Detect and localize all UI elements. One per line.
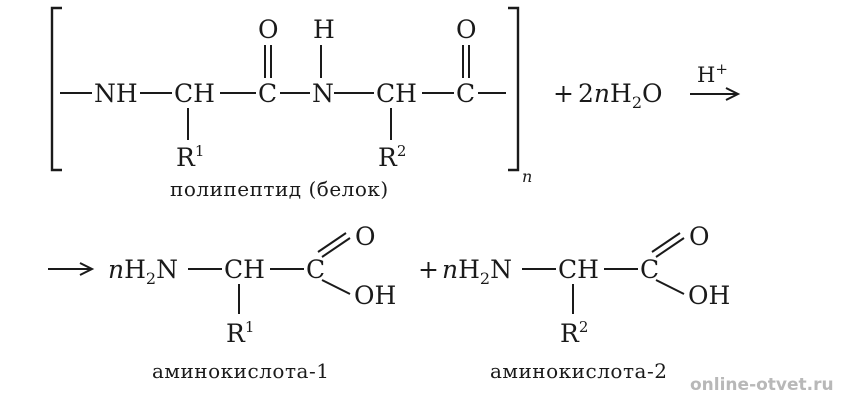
repeat-index: n (522, 167, 532, 186)
group-r-p1: R1 (226, 318, 254, 348)
water-reagent: + 2nH2O (553, 79, 663, 112)
catalyst-label: H+ (697, 60, 728, 87)
group-oh-p2: OH (688, 281, 730, 310)
double-bond-co-p2b (651, 232, 681, 253)
group-r2: R2 (378, 142, 406, 172)
atom-ch-2: CH (376, 79, 417, 108)
double-bond-co-p1b (317, 232, 347, 253)
atom-ch-p1: CH (224, 255, 265, 284)
amino-group-2: nH2N (442, 255, 512, 288)
plus-sign-2: + (418, 255, 439, 284)
amino-group-1: nH2N (108, 255, 178, 288)
atom-o-p2: O (689, 222, 710, 251)
polypeptide-structure: n NH CH C O N H CH C O R1 R2 полипептид … (50, 6, 532, 201)
arrow-head-top (725, 87, 741, 101)
group-r-p2: R2 (560, 318, 588, 348)
left-bracket (50, 6, 62, 172)
atom-n: N (312, 79, 334, 108)
polypeptide-caption: полипептид (белок) (170, 177, 389, 201)
arrow-head-bottom (79, 262, 95, 276)
atom-o-1: O (258, 15, 279, 44)
atom-ch-p2: CH (558, 255, 599, 284)
reaction-arrow-top: H+ (690, 60, 741, 101)
amino-acid-2: + nH2N CH C O OH R2 аминокислота-2 (418, 222, 730, 383)
amino-acid-1-caption: аминокислота-1 (152, 359, 329, 383)
atom-c-p1: C (306, 255, 325, 284)
amino-acid-2-caption: аминокислота-2 (490, 359, 667, 383)
atom-c-1: C (258, 79, 277, 108)
atom-ch-1: CH (174, 79, 215, 108)
atom-o-2: O (456, 15, 477, 44)
bond-c-oh-p1 (321, 279, 351, 295)
atom-h: H (313, 15, 335, 44)
atom-c-2: C (456, 79, 475, 108)
group-oh-p1: OH (354, 281, 396, 310)
right-bracket (508, 6, 520, 172)
water-formula: 2nH2O (578, 79, 663, 112)
plus-sign-1: + (553, 79, 574, 108)
amino-acid-1: nH2N CH C O OH R1 аминокислота-1 (108, 222, 396, 383)
atom-nh: NH (94, 79, 138, 108)
bond-c-oh-p2 (655, 279, 685, 295)
reaction-arrow-bottom (48, 262, 95, 276)
double-bond-co-p1a (321, 237, 351, 258)
group-r1: R1 (176, 142, 204, 172)
atom-o-p1: O (355, 222, 376, 251)
watermark: online-otvet.ru (690, 375, 834, 395)
atom-c-p2: C (640, 255, 659, 284)
double-bond-co-p2a (655, 237, 685, 258)
